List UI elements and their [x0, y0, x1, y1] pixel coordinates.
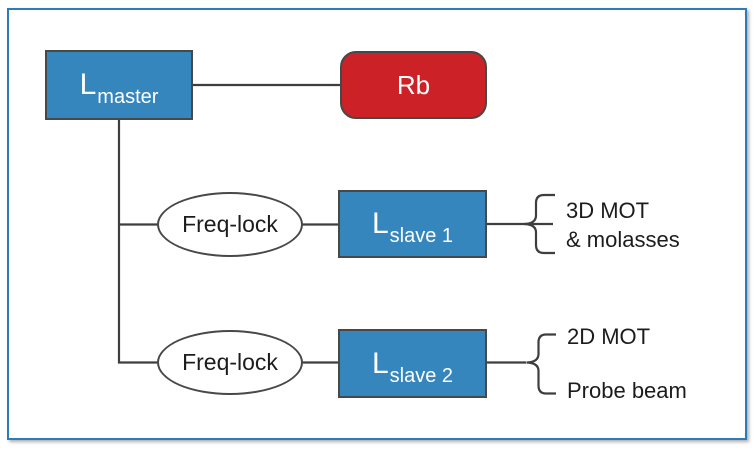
freq-lock-1-label: Freq-lock [182, 211, 278, 237]
rb-cell-box: Rb [340, 51, 487, 119]
rb-cell-label: Rb [396, 69, 431, 100]
slave-laser-2-label: Lslave 2 [371, 346, 454, 387]
output-label-2d-mot: 2D MOT [567, 324, 651, 349]
output-label-probe-beam: Probe beam [567, 378, 687, 403]
master-laser-label: Lmaster [79, 68, 159, 108]
slave-laser-2-box: Lslave 2 [338, 329, 487, 398]
output-3d-mot-line2: & molasses [566, 227, 680, 252]
master-laser-box: Lmaster [45, 50, 193, 120]
slave-laser-1-box: Lslave 1 [338, 190, 487, 258]
freq-lock-1-ellipse: Freq-lock [157, 192, 303, 257]
freq-lock-2-label: Freq-lock [182, 349, 278, 375]
slave-laser-1-label: Lslave 1 [371, 207, 454, 247]
freq-lock-2-ellipse: Freq-lock [157, 330, 303, 395]
output-3d-mot-line1: 3D MOT [566, 198, 650, 223]
output-label-3d-mot-molasses: 3D MOT & molasses [566, 196, 680, 254]
